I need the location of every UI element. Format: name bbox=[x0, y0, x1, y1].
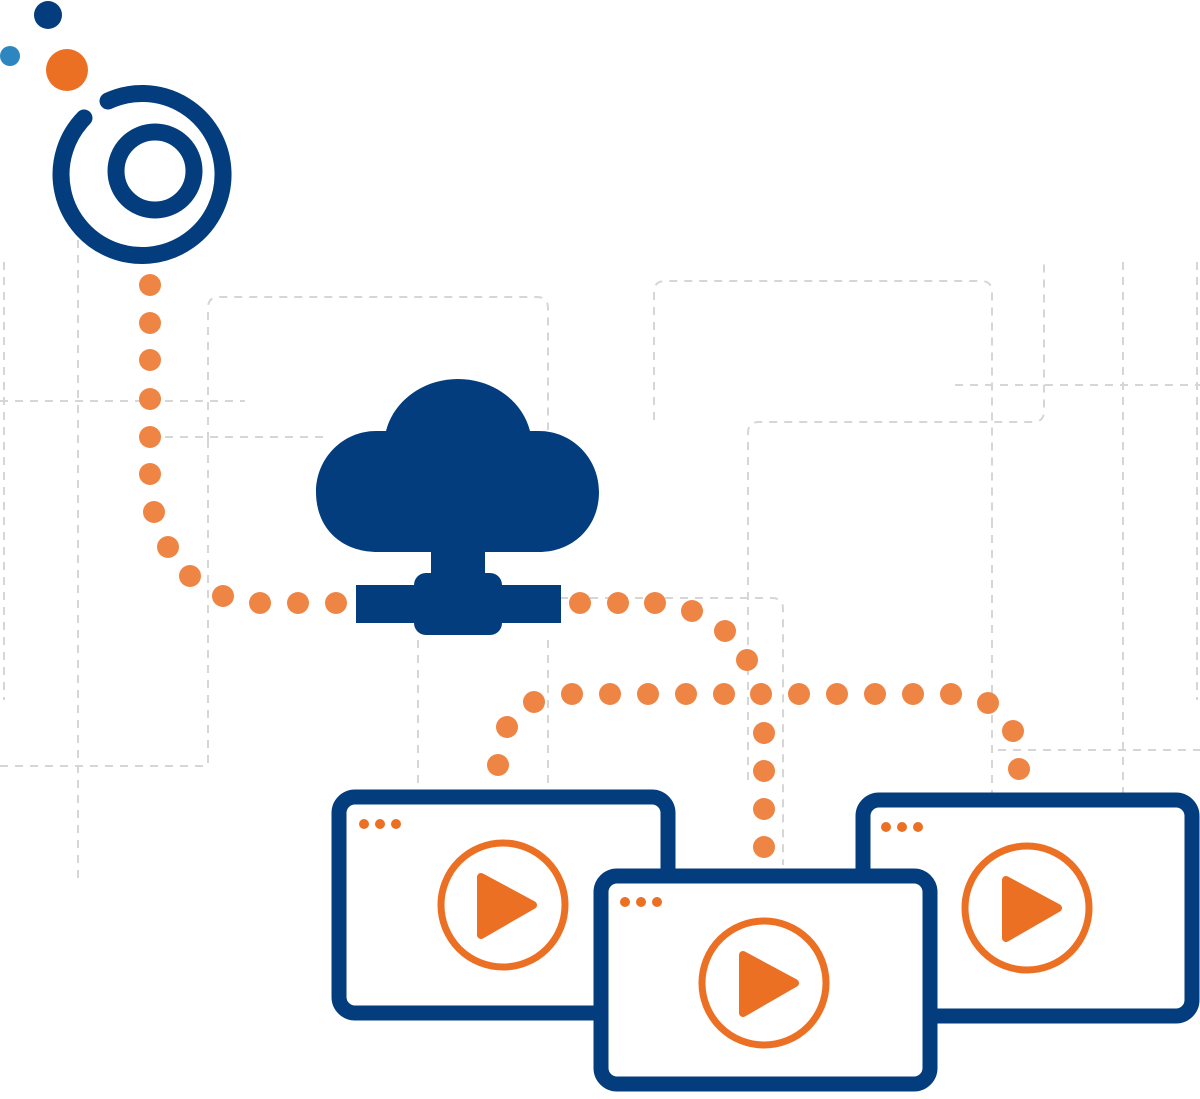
connection-dot bbox=[1002, 720, 1024, 742]
connection-dot bbox=[139, 463, 161, 485]
connection-dot bbox=[902, 683, 924, 705]
connection-dot bbox=[753, 836, 775, 858]
connection-dot bbox=[179, 565, 201, 587]
connection-dot bbox=[607, 592, 629, 614]
orange-dot bbox=[46, 49, 88, 91]
connection-dot bbox=[675, 683, 697, 705]
connection-dot bbox=[864, 683, 886, 705]
decorative-dots bbox=[0, 1, 88, 91]
connection-dot bbox=[637, 683, 659, 705]
connection-dot bbox=[139, 349, 161, 371]
play-icon bbox=[437, 839, 569, 971]
cloud-shape bbox=[316, 379, 599, 552]
play-icon bbox=[961, 842, 1093, 974]
connection-dot bbox=[681, 600, 703, 622]
connection-dot bbox=[523, 691, 545, 713]
navy-dot bbox=[34, 1, 62, 29]
connection-dot bbox=[1008, 758, 1030, 780]
window-dots-icon bbox=[359, 819, 401, 829]
connection-dot bbox=[139, 426, 161, 448]
connection-dot bbox=[487, 754, 509, 776]
connection-dot bbox=[713, 683, 735, 705]
connection-dot bbox=[139, 312, 161, 334]
cloud-network-icon bbox=[316, 379, 599, 635]
connection-dot bbox=[788, 683, 810, 705]
connection-dot bbox=[736, 649, 758, 671]
connection-dot bbox=[569, 592, 591, 614]
connection-dot bbox=[139, 274, 161, 296]
connection-dot bbox=[644, 592, 666, 614]
connection-dot bbox=[599, 683, 621, 705]
connection-dot bbox=[753, 722, 775, 744]
light-blue-dot bbox=[0, 46, 20, 66]
connection-dot bbox=[249, 592, 271, 614]
connection-dot bbox=[139, 388, 161, 410]
connection-dot bbox=[977, 692, 999, 714]
connection-dot bbox=[753, 760, 775, 782]
connection-dot bbox=[212, 585, 234, 607]
play-icon bbox=[698, 917, 830, 1049]
connection-dot bbox=[561, 683, 583, 705]
connection-dot bbox=[496, 716, 518, 738]
connection-dot bbox=[940, 683, 962, 705]
connection-dot bbox=[287, 592, 309, 614]
connection-dot bbox=[157, 536, 179, 558]
connection-dot bbox=[143, 501, 165, 523]
network-hub bbox=[414, 573, 502, 635]
connection-dot bbox=[325, 592, 347, 614]
target-ring-icon bbox=[52, 85, 232, 264]
window-dots-icon bbox=[881, 822, 923, 832]
connection-dot bbox=[714, 620, 736, 642]
connection-dot bbox=[826, 683, 848, 705]
connection-dot bbox=[750, 683, 772, 705]
dotted-connection-paths bbox=[139, 274, 1030, 858]
background-grid bbox=[0, 240, 1200, 885]
connection-dot bbox=[753, 798, 775, 820]
video-player-window-front bbox=[593, 868, 938, 1092]
window-dots-icon bbox=[620, 897, 662, 907]
